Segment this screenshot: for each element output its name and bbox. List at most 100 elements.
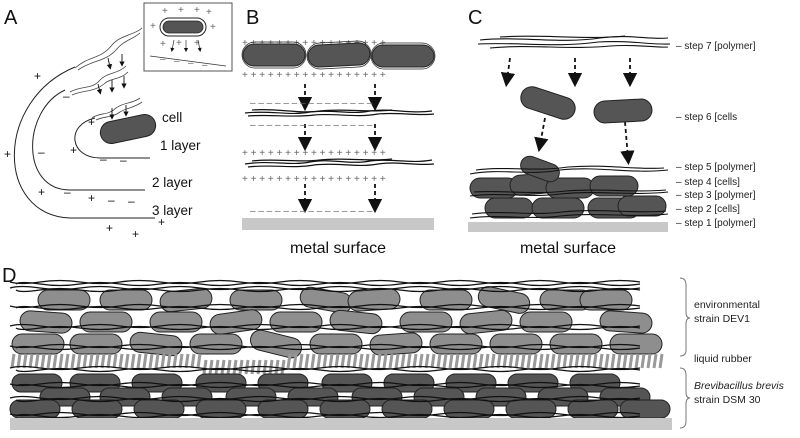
rubber-hatch-mark [76, 353, 82, 369]
rubber-hatch-mark [172, 353, 178, 369]
panel-d-polymer [9, 279, 641, 419]
rubber-hatch-mark [238, 359, 244, 375]
rubber-hatch-mark [142, 353, 148, 369]
light-cell [329, 309, 383, 335]
rubber-hatch-mark [406, 353, 412, 369]
svg-text:+: + [88, 191, 95, 205]
step-6-label: – step 6 [cells [676, 112, 737, 123]
rubber-hatch-mark [532, 353, 538, 369]
rubber-hatch-mark [574, 353, 580, 369]
rubber-hatch-mark [460, 353, 466, 369]
light-cell [229, 289, 283, 311]
light-cell [69, 333, 123, 355]
rubber-hatch-mark [568, 353, 574, 369]
panel-b-metal-surface [242, 218, 434, 230]
panel-c-letter: C [468, 7, 482, 29]
rubber-hatch-mark [178, 353, 184, 369]
rubber-hatch-mark [160, 353, 166, 369]
svg-text:+: + [88, 115, 95, 129]
environmental-label: environmental [694, 299, 760, 311]
svg-text:+ + + + + + + + + + + + + + +: + + + + + + + + + + + + + + + + + [242, 148, 386, 159]
layer-2-label: 2 layer [152, 175, 193, 190]
panel-a: A + – + + [4, 2, 233, 241]
panel-b-cell-1 [242, 43, 306, 67]
rubber-hatch-mark [118, 353, 124, 369]
light-cell [19, 310, 73, 334]
rubber-hatch-mark [346, 353, 352, 369]
panel-d: D environmental strain DEV1 liquid rubbe… [2, 265, 785, 430]
polymer-strand [15, 413, 641, 419]
polymer-strand [15, 287, 641, 293]
rubber-hatch-mark [310, 353, 316, 369]
rubber-hatch-mark [496, 353, 502, 369]
rubber-hatch-mark [592, 353, 598, 369]
environmental-strain-cells [11, 286, 663, 359]
svg-text:+: + [176, 38, 182, 49]
rubber-hatch-mark [358, 353, 364, 369]
rubber-hatch-mark [124, 353, 130, 369]
rubber-hatch-mark [604, 353, 610, 369]
step-4-label: – step 4 [cells] [676, 177, 740, 188]
rubber-hatch-mark [16, 353, 22, 369]
liquid-rubber-layer [10, 353, 664, 375]
rubber-hatch-mark [538, 353, 544, 369]
rubber-hatch-mark [94, 353, 100, 369]
rubber-hatch-mark [10, 353, 16, 369]
panel-c-biofilm-stack [468, 155, 669, 232]
upper-brace [679, 277, 691, 357]
panel-b-charges-top: + + + + + + + + + + + + + + + + + [242, 38, 386, 49]
rubber-hatch-mark [322, 353, 328, 369]
svg-text:+: + [38, 185, 45, 199]
cell-label: cell [162, 110, 182, 125]
light-cell [549, 333, 603, 355]
svg-text:–: – [108, 193, 115, 207]
rubber-hatch-mark [226, 359, 232, 375]
dsm30-label: strain DSM 30 [694, 394, 761, 406]
svg-text:+: + [106, 221, 113, 235]
rubber-hatch-mark [586, 353, 592, 369]
panel-c-falling-cell-2 [593, 98, 653, 124]
svg-text:+: + [70, 143, 77, 157]
svg-text:–: – [188, 58, 194, 69]
panel-b-arrows [297, 84, 383, 214]
rubber-hatch-mark [562, 353, 568, 369]
rubber-hatch-mark [40, 353, 46, 369]
svg-text:–: – [64, 185, 71, 199]
panel-a-signs: + – + + – + + – – – + – – + + + [4, 69, 165, 241]
rubber-hatch-mark [202, 359, 208, 375]
panel-c-metal-surface [468, 222, 668, 232]
svg-text:–: – [202, 60, 208, 71]
rubber-hatch-mark [610, 353, 616, 369]
layer-3-label: 3 layer [152, 203, 193, 218]
rubber-hatch-mark [316, 353, 322, 369]
rubber-hatch-mark [622, 353, 628, 369]
rubber-hatch-mark [514, 353, 520, 369]
rubber-hatch-mark [214, 359, 220, 375]
rubber-hatch-mark [598, 353, 604, 369]
rubber-hatch-mark [382, 353, 388, 369]
rubber-hatch-mark [46, 353, 52, 369]
dev1-label: strain DEV1 [694, 313, 750, 325]
rubber-hatch-mark [82, 353, 88, 369]
svg-text:–: – [120, 153, 127, 167]
rubber-hatch-mark [280, 359, 286, 375]
panel-c-polymer-top [477, 35, 671, 49]
layer-1-line [74, 117, 150, 159]
dark-cell [619, 399, 671, 419]
rubber-hatch-mark [652, 353, 658, 369]
rubber-hatch-mark [28, 353, 34, 369]
svg-text:–: – [38, 145, 45, 159]
panel-a-cell [99, 113, 157, 145]
rubber-hatch-mark [634, 353, 640, 369]
svg-text:+: + [160, 39, 166, 50]
rubber-hatch-mark [370, 353, 376, 369]
rubber-hatch-mark [340, 353, 346, 369]
light-cell [37, 289, 91, 311]
panel-c-surface-label: metal surface [520, 240, 616, 257]
rubber-hatch-mark [658, 353, 664, 369]
panel-d-letter: D [2, 265, 16, 287]
panel-b-surface-label: metal surface [290, 240, 386, 257]
rubber-hatch-mark [88, 353, 94, 369]
svg-text:–: – [174, 56, 180, 67]
